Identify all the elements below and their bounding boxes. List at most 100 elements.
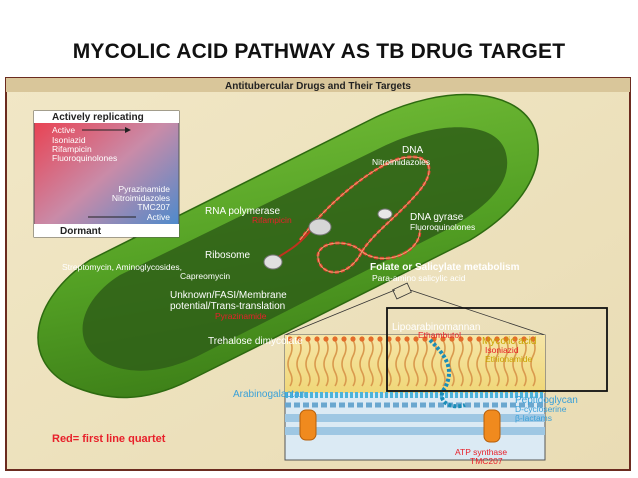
lipid-tail <box>467 339 473 387</box>
replication-inset: Actively replicating Active Isoniazid Ri… <box>33 110 180 238</box>
slide-title: MYCOLIC ACID PATHWAY AS TB DRUG TARGET <box>72 40 566 63</box>
lipid-tail <box>521 339 527 387</box>
lipid-head <box>314 336 320 342</box>
lipid-tail <box>485 339 491 387</box>
lipid-head <box>350 336 356 342</box>
zoom-line-right <box>409 289 546 336</box>
figure-title: Antitubercular Drugs and Their Targets <box>225 81 411 92</box>
lipid-tail <box>359 339 365 387</box>
lipid-head <box>413 336 419 342</box>
lipid-tail <box>503 339 509 387</box>
lipid-head <box>359 336 365 342</box>
arabinogalactan-label: Arabinogalactan <box>233 389 305 400</box>
peptidoglycan-drug-label-1: D-cycloserine <box>515 404 567 414</box>
inset-dormant-label: Dormant <box>60 226 102 237</box>
lipid-head <box>368 336 374 342</box>
lipid-head <box>332 336 338 342</box>
dna-label: DNA <box>402 145 423 156</box>
unknown-target-drug-label: Pyrazinamide <box>215 311 267 321</box>
lipid-head <box>395 336 401 342</box>
lipid-head <box>305 336 311 342</box>
lipid-tail <box>404 339 410 387</box>
inset-active-label-2: Active <box>147 212 170 222</box>
unknown-target-label-1: Unknown/FASI/Membrane <box>170 290 287 301</box>
lipid-tail <box>305 339 311 387</box>
lipid-tail <box>431 339 437 387</box>
inset-dormant-drug-0: Pyrazinamide <box>119 184 171 194</box>
lipid-tail <box>494 339 500 387</box>
dna-drug-label: Nitroimidazoles <box>372 157 430 167</box>
lipoarabinomannan-label: Lipoarabinomannan <box>392 322 480 333</box>
lipid-head <box>476 336 482 342</box>
inset-heading: Actively replicating <box>52 112 144 123</box>
peptidoglycan-drug-label-2: β-lactams <box>515 413 552 423</box>
lipid-head <box>323 336 329 342</box>
lipid-tail <box>287 339 293 387</box>
dna-gyrase-label: DNA gyrase <box>410 212 464 223</box>
lipid-head <box>485 336 491 342</box>
lipid-tail <box>323 339 329 387</box>
lipid-head <box>467 336 473 342</box>
rna-polymerase-label: RNA polymerase <box>205 206 280 217</box>
inset-active-label: Active <box>52 125 75 135</box>
lipid-tail <box>512 339 518 387</box>
inset-dormant-drug-2: TMC207 <box>137 202 170 212</box>
folate-label: Folate or Salicylate metabolism <box>370 262 520 273</box>
lipid-tail <box>368 339 374 387</box>
lipid-tail <box>377 339 383 387</box>
cell-wall-cross-section <box>284 334 546 461</box>
lipid-head <box>530 336 536 342</box>
lipid-tail <box>422 339 428 387</box>
lipid-tail <box>395 339 401 387</box>
ribosome-drug-label-1: Streptomycin, Aminoglycosides, <box>62 262 182 272</box>
ribosome-drug-label-2: Capreomycin <box>180 271 230 281</box>
atp-synthase-shape <box>483 409 501 443</box>
inset-active-drug-2: Fluoroquinolones <box>52 153 117 163</box>
inset-active-drug-0: Isoniazid <box>52 135 86 145</box>
mycolic-acid-highlight-box <box>386 307 608 392</box>
first-line-note: Red= first line quartet <box>52 433 166 445</box>
lipid-tail <box>350 339 356 387</box>
lipid-head <box>296 336 302 342</box>
lipid-head <box>404 336 410 342</box>
lipid-head <box>512 336 518 342</box>
lipid-tail <box>413 339 419 387</box>
lipid-head <box>422 336 428 342</box>
lipid-tail <box>296 339 302 387</box>
peptidoglycan-label: Peptidoglycan <box>515 395 578 406</box>
ribosome-label: Ribosome <box>205 250 250 261</box>
trehalose-label: Trehalose dimycolate <box>208 336 303 347</box>
rna-polymerase-drug-label: Rifampicin <box>252 215 292 225</box>
inset-dormant-drug-1: Nitroimidazoles <box>112 193 170 203</box>
lipid-tail <box>314 339 320 387</box>
lipid-tail <box>458 339 464 387</box>
lipid-tail <box>476 339 482 387</box>
lipid-tail <box>341 339 347 387</box>
lipid-head <box>449 336 455 342</box>
atp-synthase-drug-label: TMC207 <box>470 456 503 466</box>
lipid-head <box>341 336 347 342</box>
lipid-head <box>503 336 509 342</box>
dna-gyrase-shape <box>377 208 393 220</box>
lipid-tail <box>449 339 455 387</box>
mycolic-acid-drug-label-2: Ethionamide <box>485 354 533 364</box>
lipid-head <box>458 336 464 342</box>
dna-gyrase-drug-label: Fluoroquinolones <box>410 222 475 232</box>
bacterium-cell <box>37 93 539 399</box>
lipid-head <box>287 336 293 342</box>
lipid-tail <box>530 339 536 387</box>
lipid-tail <box>332 339 338 387</box>
mycolic-acid-label: Mycolic acid <box>482 336 536 347</box>
zoom-line-left <box>284 289 396 336</box>
folate-drug-label: Para-amino salicylic acid <box>372 273 466 283</box>
lipoarabinomannan-drug-label: Ethambutol <box>418 330 461 340</box>
zoom-source-box <box>392 282 412 300</box>
atp-synthase-label: ATP synthase <box>455 447 507 457</box>
lipoarabinomannan-chain <box>428 338 466 409</box>
lipid-tail <box>440 339 446 387</box>
lipid-head <box>440 336 446 342</box>
membrane-protein-left <box>299 409 317 441</box>
lipid-head <box>494 336 500 342</box>
lipid-head <box>521 336 527 342</box>
